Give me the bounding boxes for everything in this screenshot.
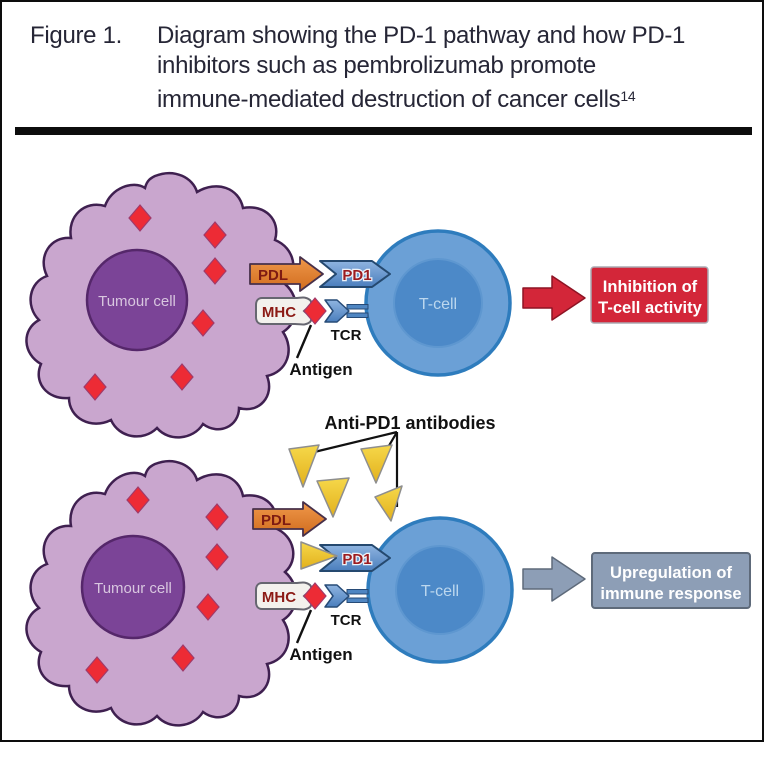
antibody-triangle [374, 485, 403, 522]
caption-line-3: immune-mediated destruction of cancer ce… [157, 81, 685, 115]
pdl-arrow [252, 501, 327, 537]
upregulation-box-line-1: Upregulation of [610, 564, 732, 582]
tcr-bar [346, 597, 369, 603]
tcr-bar [346, 312, 369, 318]
caption-line-1: Diagram showing the PD-1 pathway and how… [157, 22, 686, 49]
tcr-label: TCR [331, 612, 362, 629]
bottom-panel: T-cell Tumour cell Anti-PD1 antibodies P… [25, 413, 751, 727]
pdl-arrow [249, 256, 324, 292]
upregulation-arrow [522, 556, 586, 602]
antibody-triangle [288, 444, 320, 488]
pdl-label: PDL [261, 512, 291, 529]
inhibition-arrow [522, 275, 586, 321]
inhibition-box [590, 266, 709, 324]
tumour-cell-label: Tumour cell [98, 293, 176, 310]
upregulation-box-line-2: immune response [600, 585, 741, 603]
inhibition-box-line-1: Inhibition of [603, 278, 698, 296]
tcr-receptor [324, 584, 350, 608]
reference-superscript: 14 [620, 88, 636, 104]
tcr-bar [346, 589, 369, 595]
t-cell-nucleus [393, 258, 483, 348]
mhc-label: MHC [262, 304, 296, 321]
figure-caption: Figure 1. Diagram showing the PD-1 pathw… [30, 21, 685, 115]
tumour-cell-nucleus [80, 534, 186, 640]
tcr-receptor [324, 299, 350, 323]
pd1-receptor [319, 260, 391, 288]
tcr-label: TCR [331, 327, 362, 344]
figure-label: Figure 1. [30, 22, 123, 49]
antigen-label: Antigen [289, 645, 352, 664]
caption-line-2: inhibitors such as pembrolizumab promote [157, 52, 596, 79]
caption-text: Diagram showing the PD-1 pathway and how… [157, 21, 685, 115]
inhibition-box-line-2: T-cell activity [598, 299, 702, 317]
pd1-label: PD1 [342, 551, 371, 568]
t-cell-label: T-cell [421, 583, 459, 600]
antibody-triangle-blocking-pd1 [300, 541, 338, 570]
pdl-label: PDL [258, 267, 288, 284]
tcr-bar [346, 304, 369, 310]
pd1-receptor [319, 544, 391, 572]
t-cell-nucleus [395, 545, 485, 635]
t-cell-label: T-cell [419, 296, 457, 313]
upregulation-box [591, 552, 751, 609]
anti-pd1-antibodies-label: Anti-PD1 antibodies [324, 413, 495, 433]
pd1-label: PD1 [342, 267, 371, 284]
caption-line-3-text: immune-mediated destruction of cancer ce… [157, 86, 621, 113]
caption-rule [15, 127, 752, 135]
tumour-cell-nucleus [85, 248, 189, 352]
antigen-pointer-line [295, 609, 313, 644]
mhc-label: MHC [262, 589, 296, 606]
antibody-triangle [360, 444, 393, 484]
antigen-pointer-line [295, 324, 313, 359]
antibody-triangle [316, 477, 350, 518]
antigen-label: Antigen [289, 360, 352, 379]
tumour-cell-label: Tumour cell [94, 580, 172, 597]
top-panel: T-cell Tumour cell PDL PD1 MHC TCR Antig… [25, 171, 709, 439]
